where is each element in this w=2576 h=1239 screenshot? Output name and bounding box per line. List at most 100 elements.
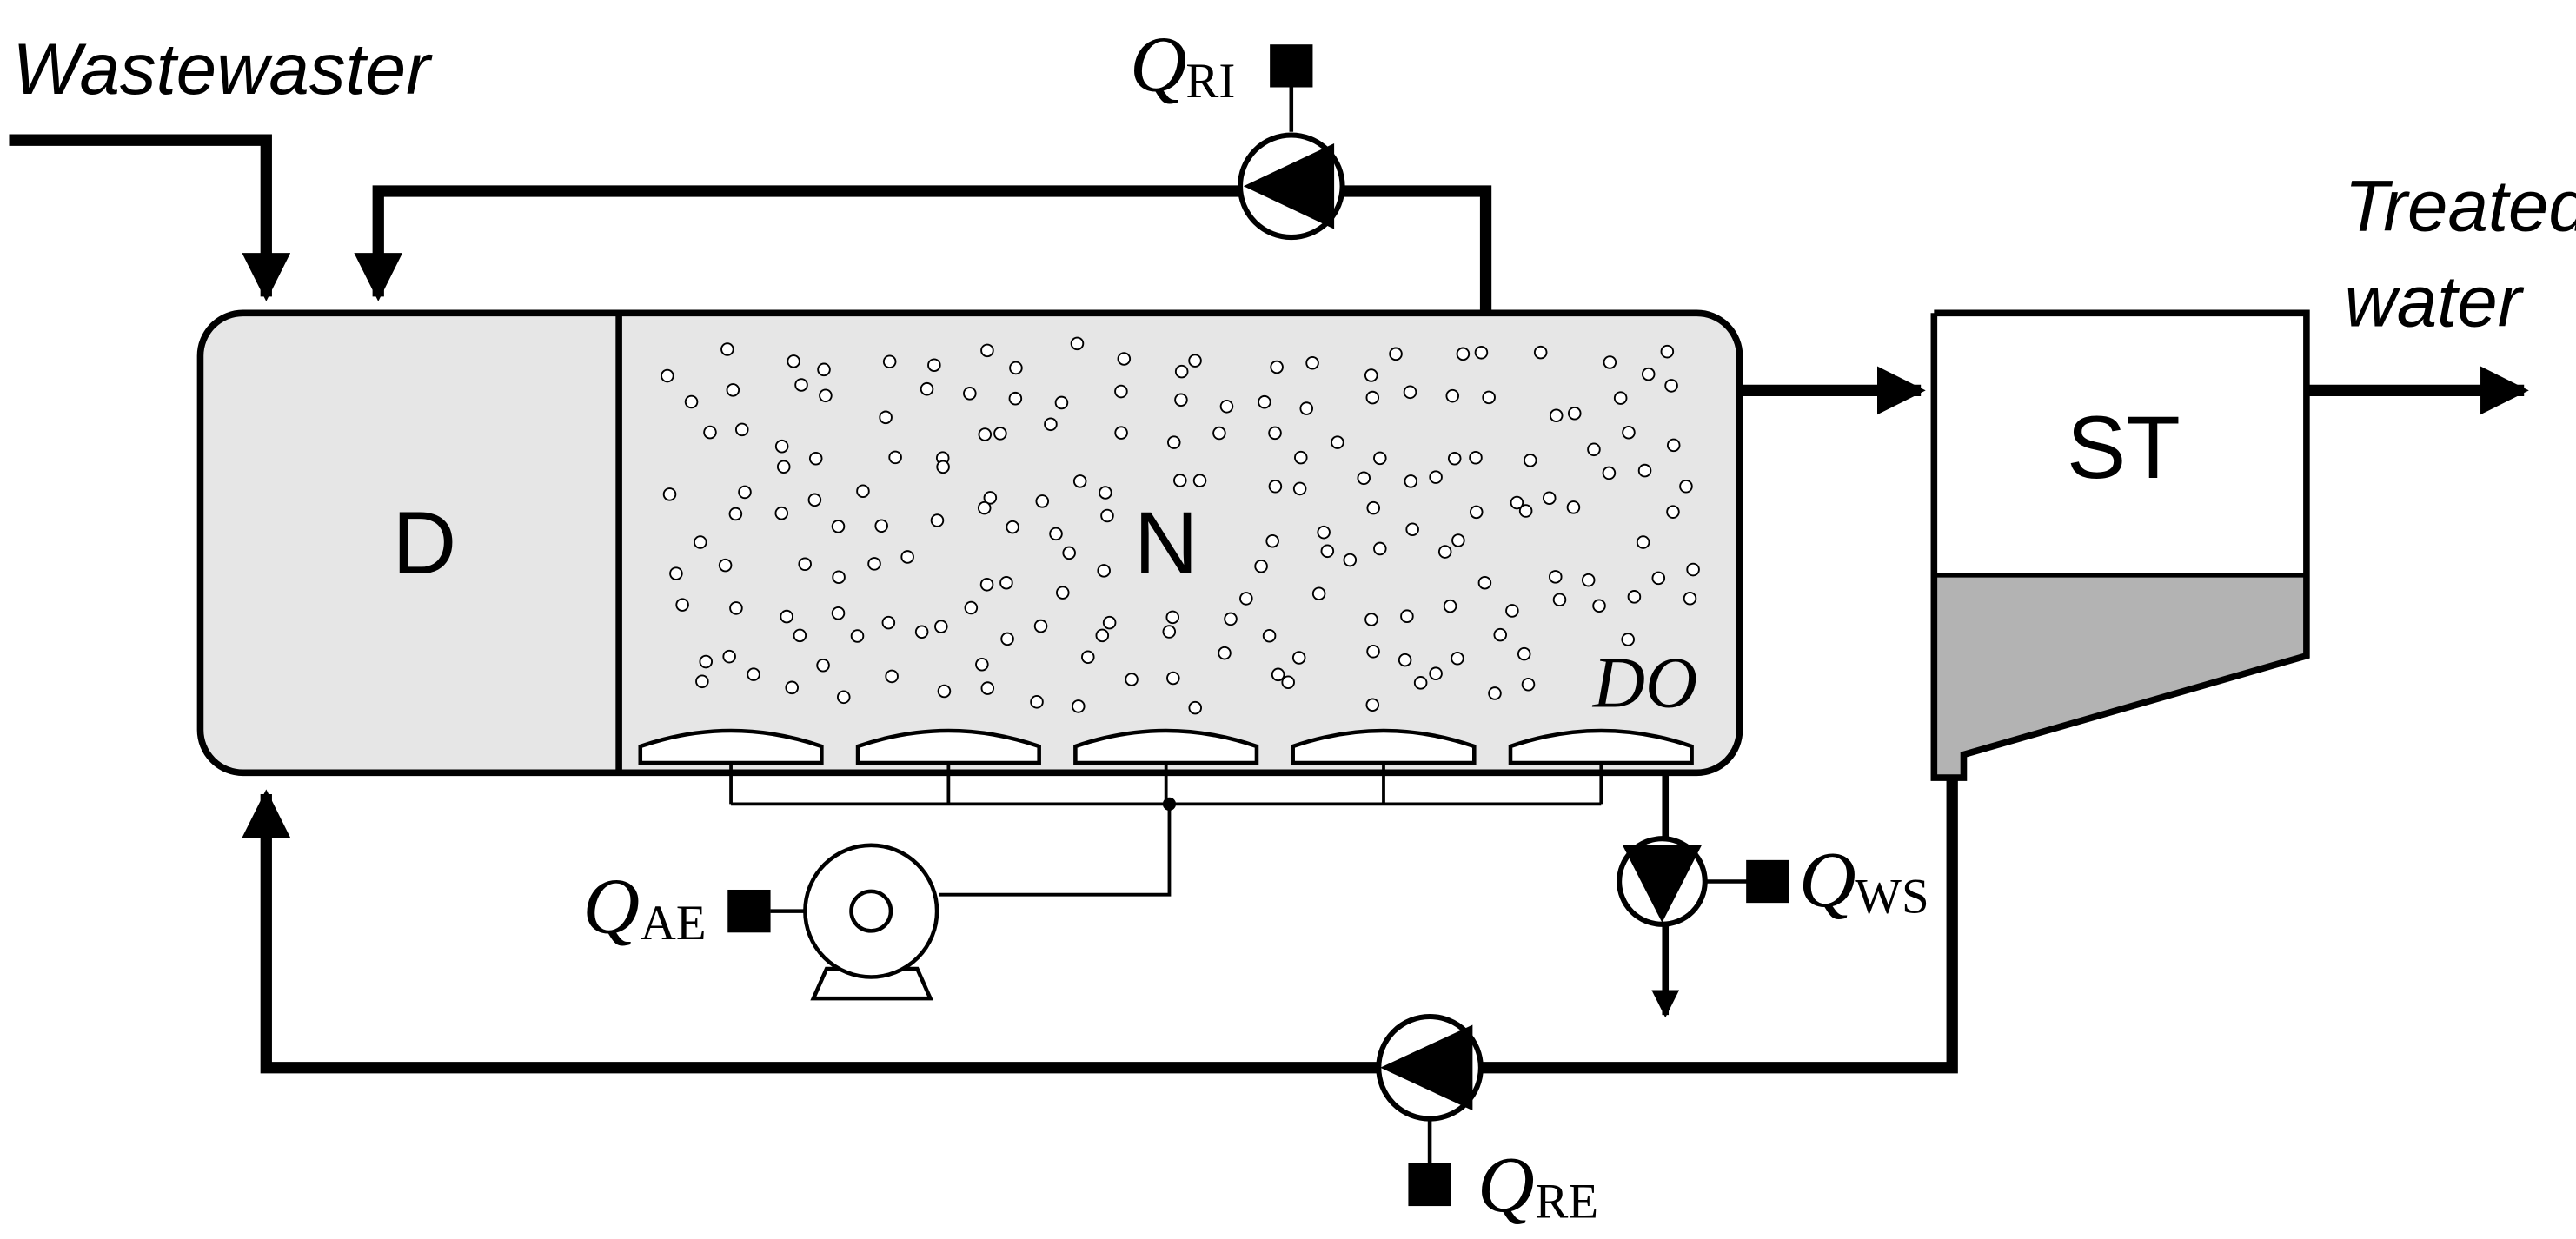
air-bubble <box>1456 347 1471 361</box>
air-bubble <box>927 358 941 372</box>
pump-icon <box>1376 1013 1484 1122</box>
air-bubble <box>1373 451 1387 466</box>
air-bubble <box>882 354 897 369</box>
pump-icon <box>1237 132 1345 241</box>
air-bubble <box>881 615 896 630</box>
air-bubble <box>1125 673 1139 686</box>
air-bubble <box>729 601 743 615</box>
q-ae-symbol: Q <box>582 862 640 950</box>
air-bubble <box>850 629 865 643</box>
air-bubble <box>1398 653 1412 667</box>
blower-icon <box>803 843 939 1001</box>
settler-tank <box>1930 309 2310 781</box>
air-bubble <box>819 388 833 403</box>
air-bubble <box>1613 391 1628 405</box>
air-bubble <box>936 460 950 474</box>
q-re-label: Q RE <box>1477 1141 1598 1229</box>
air-bubble <box>1622 425 1636 440</box>
air-bubble <box>937 684 952 699</box>
air-bubble <box>1294 450 1308 465</box>
actuator-icon <box>1746 859 1789 904</box>
air-bubble <box>1262 628 1277 643</box>
actuator-icon <box>727 889 771 933</box>
air-bubble <box>675 598 689 612</box>
air-bubble <box>1072 474 1087 488</box>
air-bubble <box>1219 400 1234 414</box>
air-bubble <box>1192 474 1207 487</box>
air-bubble <box>1437 545 1452 559</box>
sludge-return-pipe <box>242 778 1958 1074</box>
actuator-icon <box>1408 1163 1451 1207</box>
air-bubble <box>1271 667 1285 682</box>
air-bubble <box>1366 645 1380 659</box>
air-bubble <box>999 575 1013 590</box>
air-bubble <box>1660 344 1675 359</box>
air-bubble <box>1035 494 1050 508</box>
air-bubble <box>1305 355 1319 370</box>
air-bubble <box>1542 491 1557 506</box>
air-bubble <box>975 657 989 672</box>
air-bubble <box>1281 675 1295 690</box>
q-ri-subscript: RI <box>1185 54 1235 109</box>
air-bubble <box>1117 352 1132 366</box>
air-bubble <box>979 578 994 592</box>
air-bubble <box>1056 586 1070 600</box>
air-bubble <box>1389 347 1403 361</box>
air-bubble <box>914 625 929 639</box>
air-bubble <box>920 381 934 396</box>
air-bubble <box>787 354 800 368</box>
air-bubble <box>1311 586 1326 601</box>
air-bubble <box>738 485 752 500</box>
air-bubble <box>879 410 893 425</box>
air-bubble <box>1006 520 1019 534</box>
air-bubble <box>1602 466 1617 480</box>
air-bubble <box>867 557 881 571</box>
air-bubble <box>669 566 683 580</box>
air-bubble <box>1268 426 1282 441</box>
air-bubble <box>832 570 846 585</box>
air-bubble <box>1552 593 1567 607</box>
air-bubble <box>1621 633 1635 646</box>
air-bubble <box>1317 525 1331 540</box>
air-bubble <box>1493 627 1508 642</box>
air-bubble <box>684 394 699 409</box>
air-bubble <box>695 674 709 689</box>
air-bubble <box>1443 599 1457 613</box>
air-bubble <box>1343 553 1358 567</box>
air-bubble <box>1366 500 1381 515</box>
air-bubble <box>1270 360 1284 374</box>
air-bubble <box>793 628 807 643</box>
air-bubble <box>983 491 998 505</box>
air-bubble <box>699 654 714 669</box>
diffuser <box>1508 728 1694 765</box>
air-bubble <box>1469 505 1484 520</box>
air-bubble <box>1523 454 1537 467</box>
air-bubble <box>978 427 993 441</box>
air-bubble <box>1292 481 1307 496</box>
air-bubble <box>1364 368 1378 382</box>
air-bubble <box>1100 508 1114 523</box>
air-bubble <box>963 387 977 401</box>
air-bubble <box>1357 471 1371 486</box>
air-bubble <box>1451 651 1464 666</box>
air-bubble <box>1099 486 1112 500</box>
air-bubble <box>1049 527 1063 541</box>
q-ws-label: Q WS <box>1799 836 1929 924</box>
air-bubble <box>1224 612 1238 626</box>
air-bubble <box>1000 632 1014 646</box>
air-bubble <box>747 667 760 681</box>
air-bubble <box>1265 533 1279 548</box>
air-bubble <box>1488 686 1502 700</box>
denitrification-tank-label: D <box>392 493 456 593</box>
air-bubble <box>1097 564 1111 578</box>
settler-label: ST <box>2067 397 2181 497</box>
q-ri-symbol: Q <box>1130 20 1187 108</box>
air-bubble <box>1364 613 1378 626</box>
sludge-zone <box>1934 574 2307 779</box>
air-bubble <box>1510 495 1524 510</box>
air-bubble <box>1549 408 1564 423</box>
control-lines <box>770 85 1753 1174</box>
air-bubble <box>1445 388 1460 403</box>
air-bubble <box>831 520 846 533</box>
air-bubble <box>1165 610 1180 625</box>
